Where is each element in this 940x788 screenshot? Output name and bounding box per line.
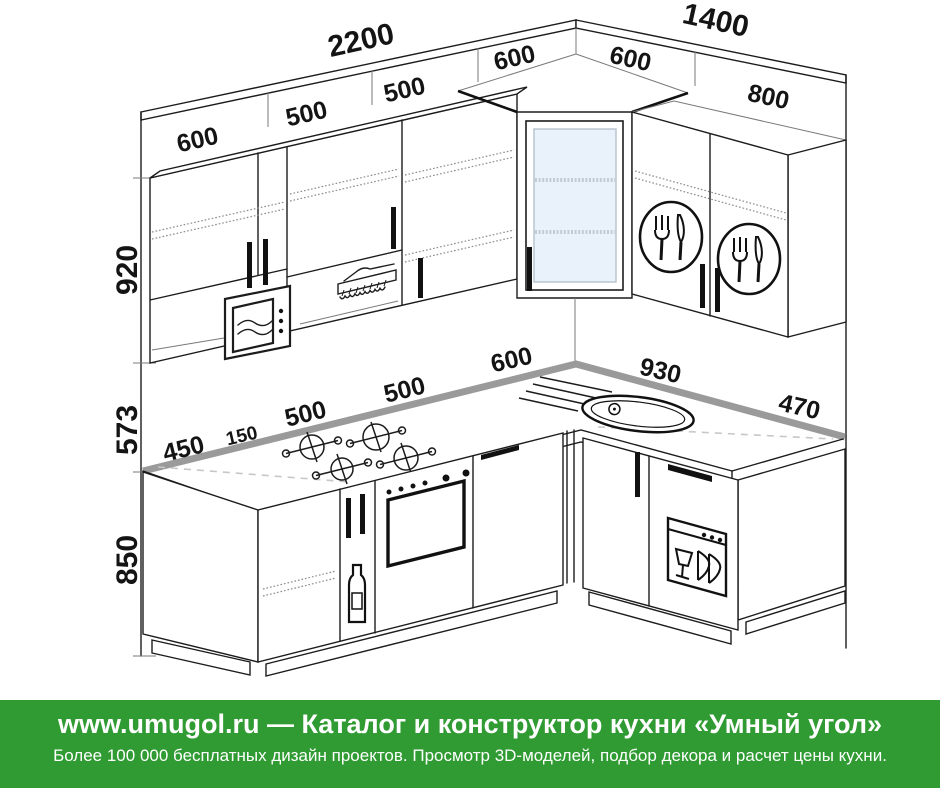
base-right-side-panel [737,448,846,621]
base-cabinet-corner-600 [481,429,575,584]
plinth [588,591,732,645]
cooktop-burners-icon [281,421,437,485]
dim-upper-left-1: 600 [174,122,221,159]
plinth [265,590,558,677]
base-cabinet-sink [635,452,650,607]
dim-height-upper: 920 [111,245,144,295]
upper-right-side-panel [787,139,847,338]
door-handle [263,239,268,285]
door-handle [346,498,351,538]
oven-icon [386,469,470,569]
banner-subtitle: Более 100 000 бесплатных дизайн проектов… [53,746,887,765]
upper-cabinet-600-microwave [149,152,292,361]
door-handle [418,258,423,298]
plinth [745,590,846,635]
kitchen-drawing: 2200 600 500 500 600 1400 600 800 920 57… [111,0,847,677]
base-cargo-150 [346,480,376,634]
dim-upper-left-4: 600 [491,40,538,77]
glass-door-icon [525,120,624,291]
dishwasher-icon [666,516,728,598]
upper-cabinet-500-hood [286,168,403,325]
base-cabinet-oven-500 [386,455,474,609]
sink-icon [581,394,695,434]
base-cabinets-left [142,429,575,677]
dim-upper-left-3: 500 [381,72,428,109]
upper-run-top-face [149,86,528,179]
dim-upper-left-2: 500 [283,96,330,133]
dim-height-base: 850 [111,535,144,585]
upper-cabinet-corner-glass [457,28,689,362]
dim-wall-left-total: 2200 [325,17,397,64]
microwave-icon [223,284,292,361]
door-handle [715,268,720,312]
upper-cabinet-500-plain [404,149,515,298]
door-handle [391,207,396,249]
plinth [151,639,251,676]
base-cabinets-right [582,437,846,645]
countertop-dashed-line [157,466,351,483]
base-cabinet-dishwasher-470 [666,464,728,598]
door-handle [668,464,712,482]
dim-upper-right-2: 800 [745,79,792,115]
upper-cabinet-800-dryer [631,100,847,338]
extractor-hood-icon [337,263,397,300]
bottle-cargo-icon [347,563,367,624]
dim-wall-right-total: 1400 [680,0,752,44]
dim-upper-right-1: 600 [607,41,654,77]
site-banner: www.umugol.ru — Каталог и конструктор ку… [0,700,940,788]
dim-height-gap: 573 [111,405,144,455]
door-handle [247,242,252,288]
banner-title: www.umugol.ru — Каталог и конструктор ку… [58,709,882,739]
door-handle [360,494,365,534]
door-handle [481,445,519,460]
door-handle [635,452,640,497]
base-cabinet-450 [262,488,341,642]
door-handle [527,247,532,291]
countertop-back-edge [142,360,846,475]
door-handle [700,264,705,308]
upper-cabinets-left [149,86,528,364]
